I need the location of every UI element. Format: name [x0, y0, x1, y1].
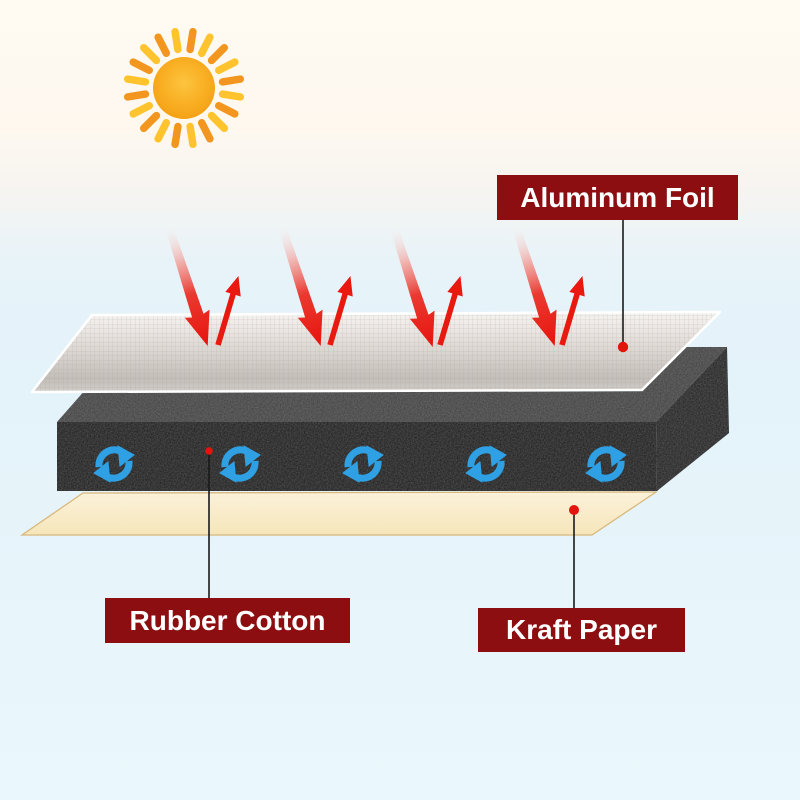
rubber-cotton-label: Rubber Cotton [105, 598, 350, 643]
kraft-paper-layer [19, 491, 659, 536]
aluminum-foil-label-text: Aluminum Foil [520, 181, 715, 213]
sun-disc [153, 57, 215, 119]
sun-icon [128, 32, 241, 145]
aluminum-foil-label: Aluminum Foil [497, 175, 738, 220]
kraft-paper-label-text: Kraft Paper [506, 614, 657, 645]
kraft-paper-label: Kraft Paper [478, 608, 685, 652]
aluminum-foil-layer [30, 310, 722, 394]
callout-dot [569, 505, 579, 515]
callout-dot [205, 447, 213, 455]
callout-dot [617, 341, 629, 353]
rubber-cotton-label-text: Rubber Cotton [129, 604, 326, 636]
callout-lines [208, 220, 624, 608]
callout-dots [205, 341, 629, 515]
